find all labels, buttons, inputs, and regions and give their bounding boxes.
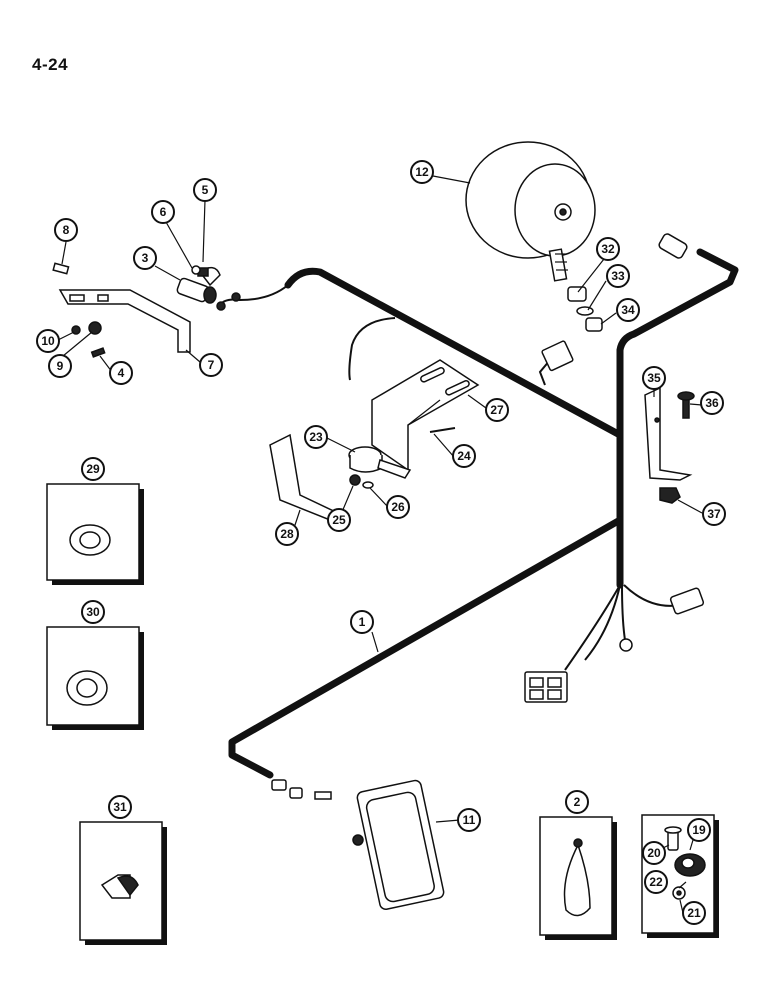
callout-label: 23 (309, 430, 323, 444)
callout-22: 22 (644, 870, 668, 894)
callout-36: 36 (700, 391, 724, 415)
callout-24: 24 (452, 444, 476, 468)
connector-27 (541, 340, 574, 372)
inset-31 (79, 821, 167, 945)
callout-23: 23 (304, 425, 328, 449)
callout-label: 33 (611, 269, 625, 283)
callout-label: 31 (113, 800, 127, 814)
callout-label: 36 (705, 396, 719, 410)
inset-29 (46, 483, 144, 585)
callout-label: 32 (601, 242, 615, 256)
callout-label: 20 (647, 846, 661, 860)
callout-26: 26 (386, 495, 410, 519)
callout-label: 12 (415, 165, 429, 179)
callout-19: 19 (687, 818, 711, 842)
callout-4: 4 (109, 361, 133, 385)
callout-27: 27 (485, 398, 509, 422)
callout-11: 11 (457, 808, 481, 832)
callout-32: 32 (596, 237, 620, 261)
circuit-breaker (348, 446, 412, 479)
callout-33: 33 (606, 264, 630, 288)
wiring-harness (219, 248, 739, 779)
callout-label: 35 (647, 371, 661, 385)
bracket-35 (644, 386, 695, 504)
callout-34: 34 (616, 298, 640, 322)
callout-10: 10 (36, 329, 60, 353)
callout-label: 3 (142, 251, 149, 265)
callout-label: 4 (118, 366, 125, 380)
callout-label: 29 (86, 462, 100, 476)
callout-label: 1 (359, 615, 366, 629)
callout-label: 34 (621, 303, 635, 317)
callout-29: 29 (81, 457, 105, 481)
callout-label: 7 (208, 358, 215, 372)
inset-30 (46, 626, 144, 730)
callout-37: 37 (702, 502, 726, 526)
callout-label: 26 (391, 500, 405, 514)
callout-label: 30 (86, 605, 100, 619)
callout-7: 7 (199, 353, 223, 377)
callout-6: 6 (151, 200, 175, 224)
callout-25: 25 (327, 508, 351, 532)
callout-label: 2 (574, 795, 581, 809)
callout-5: 5 (193, 178, 217, 202)
harness-connectors (524, 233, 705, 703)
hardware-small (52, 262, 241, 358)
callout-label: 5 (202, 183, 209, 197)
callout-8: 8 (54, 218, 78, 242)
callout-label: 25 (332, 513, 346, 527)
callout-35: 35 (642, 366, 666, 390)
callout-31: 31 (108, 795, 132, 819)
flasher-module (352, 779, 445, 910)
mount-bracket-27 (371, 359, 480, 472)
callout-label: 27 (490, 403, 504, 417)
callout-9: 9 (48, 354, 72, 378)
callout-label: 9 (57, 359, 64, 373)
callout-2: 2 (565, 790, 589, 814)
callout-30: 30 (81, 600, 105, 624)
page-number: 4-24 (32, 55, 69, 74)
callout-1: 1 (350, 610, 374, 634)
callout-20: 20 (642, 841, 666, 865)
inset-2 (539, 816, 617, 940)
callout-28: 28 (275, 522, 299, 546)
callout-label: 21 (687, 906, 701, 920)
callout-label: 24 (457, 449, 471, 463)
callout-label: 11 (463, 813, 476, 827)
horn-nuts (567, 286, 603, 332)
horn (465, 141, 596, 282)
terminal-connectors-11 (271, 779, 332, 800)
callout-3: 3 (133, 246, 157, 270)
callout-21: 21 (682, 901, 706, 925)
mounting-bracket (58, 289, 191, 353)
callout-label: 10 (41, 334, 55, 348)
nut-25-26 (349, 474, 374, 489)
callout-label: 37 (707, 507, 721, 521)
callout-label: 8 (63, 223, 70, 237)
callout-label: 28 (280, 527, 294, 541)
callout-label: 22 (649, 875, 663, 889)
callout-12: 12 (410, 160, 434, 184)
callout-label: 6 (160, 205, 167, 219)
callout-label: 19 (692, 823, 706, 837)
bracket-28 (269, 433, 344, 523)
